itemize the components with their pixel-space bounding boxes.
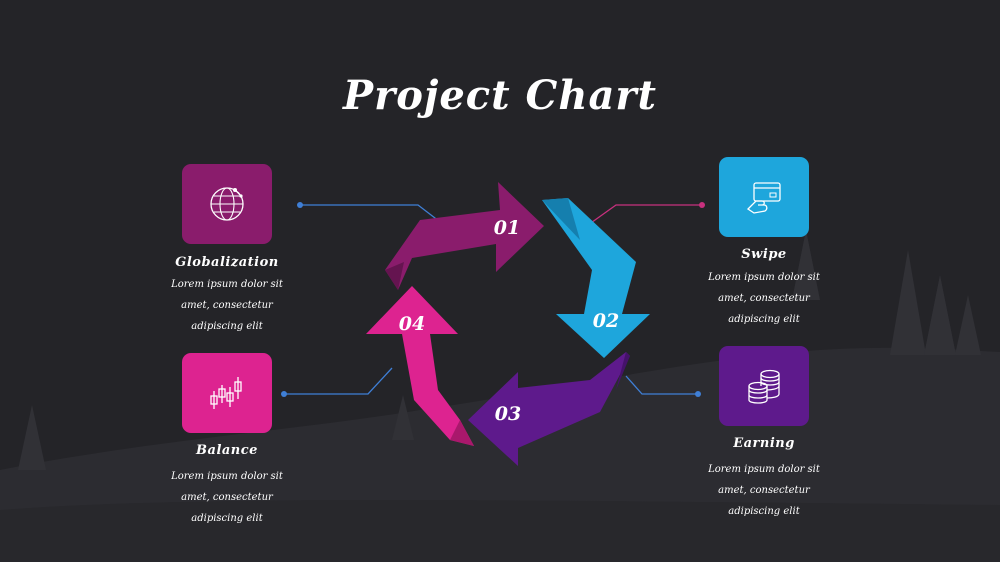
balance-tile: [182, 353, 272, 433]
arrow-step-03: 03: [468, 352, 630, 466]
connector-balance: [281, 367, 393, 397]
connector-earning: [625, 375, 701, 397]
earning-tile: [719, 346, 809, 426]
card-swipe-icon: [746, 182, 781, 214]
balance-description: Lorem ipsum dolor sit amet, consectetur …: [171, 471, 283, 524]
step-number-01: 01: [494, 217, 520, 239]
globe-network-icon: [210, 187, 244, 221]
globalization-title: Globalization: [175, 255, 279, 270]
arrow-step-01: 01: [385, 182, 544, 290]
balance-title: Balance: [196, 443, 258, 458]
connector-swipe: [587, 202, 705, 226]
swipe-title: Swipe: [741, 247, 787, 262]
swipe-description: Lorem ipsum dolor sit amet, consectetur …: [708, 272, 820, 325]
earning-description: Lorem ipsum dolor sit amet, consectetur …: [708, 464, 820, 517]
globalization-description: Lorem ipsum dolor sit amet, consectetur …: [171, 279, 283, 332]
page-title: Project Chart: [343, 72, 657, 119]
arrow-step-02: 02: [542, 198, 650, 358]
pine-trees: [18, 230, 981, 470]
arrow-step-04: 04: [366, 286, 474, 446]
earning-title: Earning: [733, 436, 795, 451]
globalization-tile: [182, 164, 272, 244]
candlestick-chart-icon: [210, 377, 242, 409]
step-number-02: 02: [593, 310, 619, 332]
step-number-04: 04: [399, 313, 425, 335]
step-number-03: 03: [495, 403, 521, 425]
swipe-tile: [719, 157, 809, 237]
coins-stack-icon: [748, 369, 780, 404]
